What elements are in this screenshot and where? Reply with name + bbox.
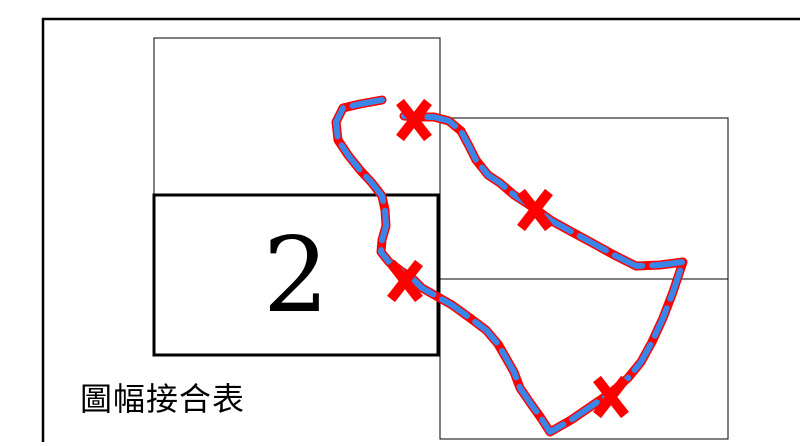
cross-markers <box>387 98 629 419</box>
cross-marker-icon <box>396 98 432 142</box>
sheet-tile-upper-left <box>153 37 441 197</box>
cross-marker-icon <box>517 188 553 232</box>
route-dashed-line <box>333 97 686 435</box>
legend-title: 圖幅接合表 <box>80 380 246 418</box>
cross-marker-icon <box>593 375 629 419</box>
sheet-tile-current <box>152 193 440 357</box>
sheet-tile-upper-right <box>439 117 729 280</box>
sheet-tile-lower-right <box>439 278 729 440</box>
cross-marker-icon <box>387 259 423 303</box>
sheet-number: 2 <box>262 214 330 336</box>
map-outer-frame <box>41 17 800 446</box>
